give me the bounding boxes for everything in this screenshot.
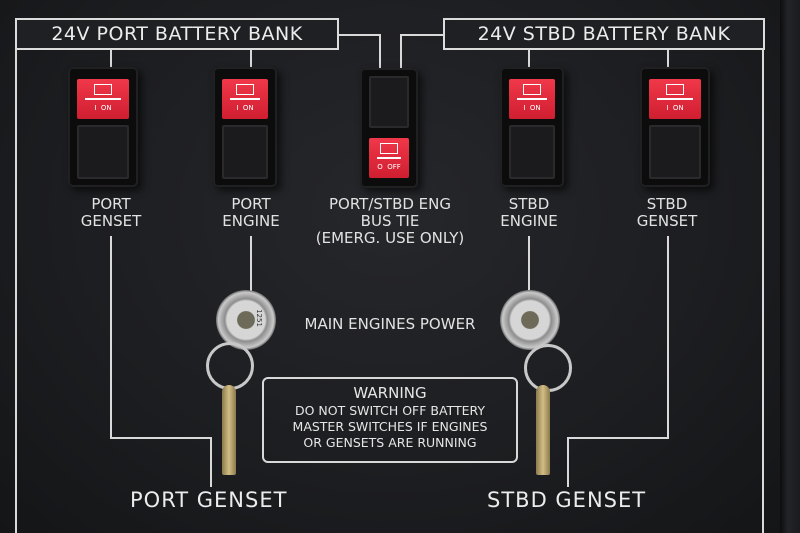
wire-line <box>250 48 252 68</box>
switch-off-face: O OFF <box>369 138 409 178</box>
battery-icon <box>380 143 398 154</box>
wire-line <box>400 34 402 68</box>
key-number: 1251 <box>254 309 263 327</box>
switch-rocker <box>222 125 268 179</box>
wire-line <box>210 437 212 487</box>
wire-line <box>567 437 669 439</box>
stbd-genset-bottom-label: STBD GENSET <box>487 488 647 512</box>
warning-line: DO NOT SWITCH OFF BATTERY <box>294 403 486 418</box>
wire-line <box>567 437 569 487</box>
warning-line: OR GENSETS ARE RUNNING <box>303 435 477 450</box>
key-icon <box>222 385 236 475</box>
wire-line <box>337 34 381 36</box>
wire-line <box>250 236 252 292</box>
stbd-genset-switch[interactable]: I ON <box>640 67 710 187</box>
warning-line: MASTER SWITCHES IF ENGINES <box>292 419 488 434</box>
key-ring <box>524 344 572 392</box>
wire-line <box>528 236 530 292</box>
key-cylinder <box>500 290 560 350</box>
wire-line <box>400 34 444 36</box>
key-cylinder <box>216 290 276 350</box>
wire-line <box>110 437 212 439</box>
switch-on-face: I ON <box>222 79 268 119</box>
stbd-engine-switch[interactable]: I ON <box>500 67 564 187</box>
switch-rocker <box>649 125 701 179</box>
switch-rocker <box>509 125 555 179</box>
wire-line <box>379 34 381 68</box>
panel-edge <box>780 0 800 533</box>
wire-line <box>528 48 530 68</box>
wire-line <box>110 236 112 439</box>
main-engines-power-label: MAIN ENGINES POWER <box>304 315 476 333</box>
battery-icon <box>236 84 254 95</box>
switch-on-face: I ON <box>509 79 555 119</box>
frame-line <box>762 33 764 533</box>
stbd-bank-header: 24V STBD BATTERY BANK <box>443 18 765 50</box>
port-bank-header: 24V PORT BATTERY BANK <box>15 18 339 50</box>
port-genset-bottom-label: PORT GENSET <box>130 488 288 512</box>
wire-line <box>667 48 669 68</box>
wire-line <box>110 48 112 68</box>
key-ring <box>206 342 254 390</box>
switch-rocker <box>369 76 409 128</box>
switch-on-face: I ON <box>649 79 701 119</box>
battery-icon <box>523 84 541 95</box>
frame-line <box>15 33 17 533</box>
port-engine-switch[interactable]: I ON <box>213 67 277 187</box>
warning-plate: WARNING DO NOT SWITCH OFF BATTERY MASTER… <box>262 377 518 463</box>
switch-rocker <box>77 125 129 179</box>
wire-line <box>667 236 669 439</box>
battery-icon <box>94 84 112 95</box>
battery-icon <box>666 84 684 95</box>
control-panel: 24V PORT BATTERY BANK 24V STBD BATTERY B… <box>0 0 780 533</box>
port-genset-switch[interactable]: I ON <box>68 67 138 187</box>
bus-tie-switch[interactable]: O OFF <box>360 68 418 188</box>
warning-title: WARNING <box>353 384 427 402</box>
key-icon <box>536 385 550 475</box>
switch-on-face: I ON <box>77 79 129 119</box>
